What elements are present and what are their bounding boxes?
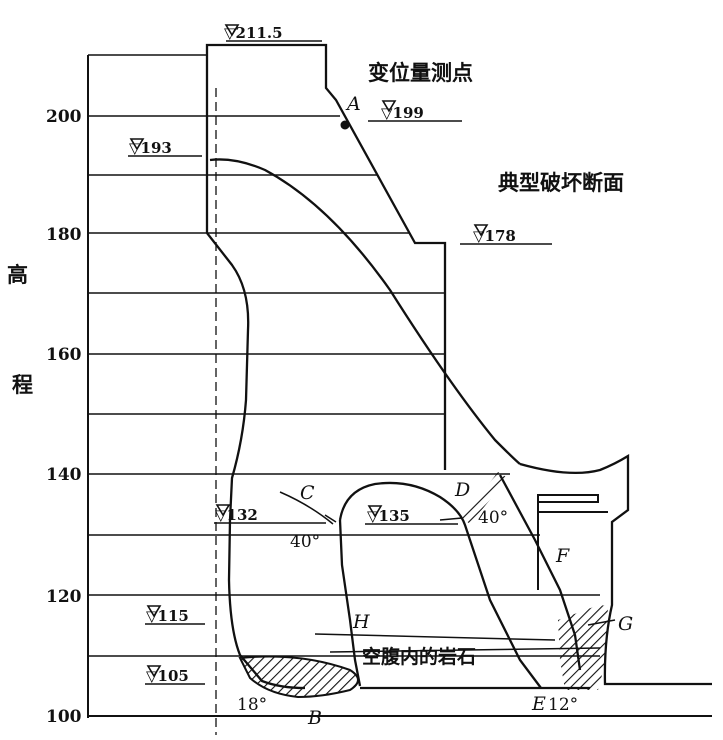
label-d: D bbox=[454, 479, 470, 501]
tick-100: 100 bbox=[46, 707, 82, 727]
label-c: C bbox=[300, 482, 315, 504]
elevation-grid bbox=[88, 54, 712, 717]
label-e: E bbox=[531, 693, 546, 715]
caption-cavity-rock: 空腹内的岩石 bbox=[362, 645, 476, 668]
axis-label-cheng: 程 bbox=[12, 372, 33, 397]
angle-marks bbox=[279, 491, 616, 717]
angle-b: 18° bbox=[237, 695, 267, 715]
tick-120: 120 bbox=[46, 587, 82, 607]
tick-160: 160 bbox=[46, 345, 82, 365]
axis-label-gao: 高 bbox=[7, 262, 28, 287]
elevation-underlines bbox=[128, 40, 552, 685]
elev-105: ▽105 bbox=[146, 667, 189, 685]
monitor-point-a bbox=[340, 120, 350, 130]
caption-failure-section: 典型破坏断面 bbox=[498, 170, 624, 195]
elev-132: ▽132 bbox=[215, 506, 258, 524]
rock-hatch-d bbox=[462, 472, 508, 524]
elev-135: ▽135 bbox=[367, 507, 410, 525]
cavity-left-wall bbox=[338, 519, 362, 687]
angle-c: 40° bbox=[290, 532, 320, 552]
label-b: B bbox=[307, 707, 322, 729]
elev-178: ▽178 bbox=[473, 227, 516, 245]
label-h: H bbox=[352, 611, 370, 633]
foundation-outline bbox=[206, 232, 306, 690]
right-block bbox=[537, 494, 608, 590]
cavity-arch bbox=[338, 481, 542, 689]
dam-outline bbox=[205, 43, 447, 470]
elevation-markers bbox=[129, 24, 489, 678]
angle-d: 40° bbox=[478, 508, 508, 528]
label-f: F bbox=[555, 545, 570, 567]
tick-140: 140 bbox=[46, 465, 82, 485]
elev-211-5: ▽211.5 bbox=[224, 24, 283, 42]
elev-199: ▽199 bbox=[381, 104, 424, 122]
elev-193: ▽193 bbox=[129, 139, 172, 157]
rock-hatch-b bbox=[238, 655, 359, 699]
caption-monitor-point: 变位量测点 bbox=[368, 60, 473, 85]
failure-curve bbox=[209, 158, 521, 465]
label-g: G bbox=[618, 613, 633, 635]
rock-hatch-g bbox=[558, 605, 608, 690]
tick-180: 180 bbox=[46, 225, 82, 245]
angle-e: 12° bbox=[548, 695, 578, 715]
label-a: A bbox=[345, 93, 361, 115]
elev-115: ▽115 bbox=[146, 607, 189, 625]
tick-200: 200 bbox=[46, 107, 82, 127]
